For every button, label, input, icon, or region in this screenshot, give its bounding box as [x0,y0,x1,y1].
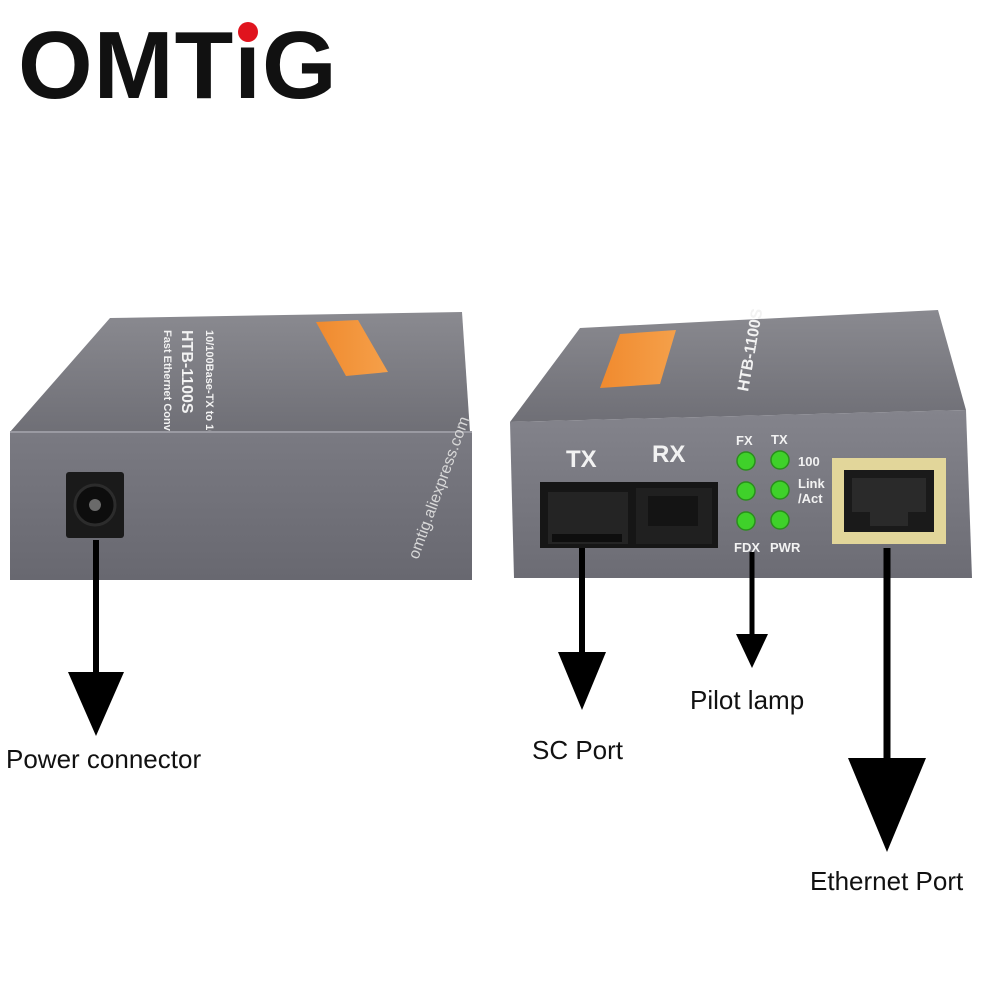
led-link-act [770,480,790,500]
device-left-line2: Fast Ethernet Converter [161,330,173,456]
device-right-orange-label [600,330,676,388]
ethernet-port [832,458,946,544]
logo-red-dot [238,22,259,42]
device-left-top-face [10,312,470,432]
device-right-top-face [510,310,966,422]
logo-letter-i: i [234,12,262,119]
led-pwr [770,510,790,530]
led-link-left [736,481,756,501]
port-rx-label: RX [652,441,685,468]
logo-text-omt: OMT [18,12,235,119]
led-tx [770,450,790,470]
device-right-port-side: HTB-1100S TX RX FX TX 100 Link /Act FDX … [510,307,972,578]
callout-power-connector: Power connector [6,744,202,774]
led-label-fdx: FDX [734,540,760,555]
callout-ethernet-port: Ethernet Port [810,866,964,896]
sc-port [540,482,718,548]
arrow-down-icon [736,552,768,668]
led-label-fx: FX [736,433,753,448]
led-label-link: Link [798,476,825,491]
arrow-down-icon [848,548,926,852]
led-label-pwr: PWR [770,540,801,555]
led-label-act: /Act [798,491,823,506]
device-left-power-side: HTB-1100S 10/100Base-TX to 100Base-FX Fa… [10,312,472,580]
led-fdx [736,511,756,531]
port-tx-label: TX [566,446,597,473]
arrow-down-icon [68,540,124,736]
led-label-tx: TX [771,432,788,447]
pilot-lamp-panel: FX TX 100 Link /Act FDX PWR [734,432,825,555]
led-label-100: 100 [798,454,820,469]
led-fx [736,451,756,471]
logo-text-g: G [261,12,338,119]
device-left-model: HTB-1100S [178,330,195,414]
arrow-down-icon [558,548,606,710]
device-left-orange-label [316,320,388,376]
callout-sc-port: SC Port [532,735,624,765]
callout-pilot-lamp: Pilot lamp [690,685,805,715]
